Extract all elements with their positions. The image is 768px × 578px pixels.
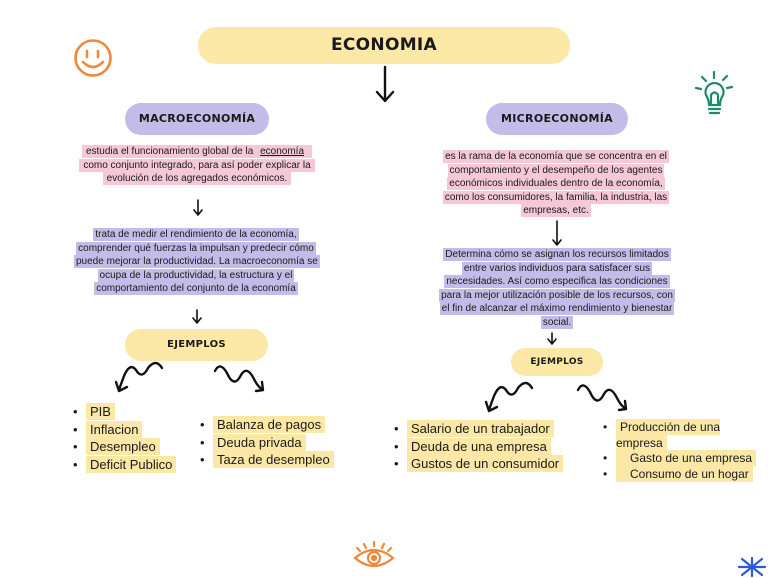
- arrow-down-icon: [192, 309, 202, 324]
- squiggle-arrow-icon: [484, 381, 534, 413]
- smiley-icon: [74, 39, 112, 77]
- list-item: Salario de un trabajador: [393, 420, 563, 438]
- micro-detail: Determina cómo se asignan los recursos l…: [439, 248, 675, 329]
- micro-examples-left: Salario de un trabajador Deuda de una em…: [393, 420, 564, 473]
- list-item: Deuda de una empresa: [393, 437, 563, 456]
- list-item: Desempleo: [72, 438, 176, 456]
- macro-detail: trata de medir el rendimiento de la econ…: [74, 228, 320, 296]
- micro-examples-right: Producción de una empresa Gasto de una e…: [602, 419, 768, 483]
- list-item: Consumo de un hogar: [602, 465, 768, 483]
- micro-examples-label: EJEMPLOS: [511, 348, 603, 376]
- micro-definition: es la rama de la economía que se concent…: [442, 150, 670, 218]
- arrow-down-icon: [375, 65, 395, 103]
- macro-examples-label: EJEMPLOS: [125, 329, 268, 361]
- macro-heading: MACROECONOMÍA: [125, 103, 269, 135]
- list-item: Deficit Publico: [72, 455, 177, 474]
- lightbulb-icon: [694, 70, 734, 115]
- squiggle-arrow-icon: [114, 361, 164, 393]
- macro-definition-link: economía: [258, 145, 307, 158]
- list-item: Producción de una empresa: [602, 419, 768, 451]
- list-item: PIB: [72, 403, 176, 421]
- squiggle-arrow-icon: [576, 384, 628, 412]
- squiggle-arrow-icon: [213, 365, 265, 393]
- micro-heading: MICROECONOMÍA: [486, 103, 628, 135]
- page-title: ECONOMIA: [198, 27, 570, 64]
- arrow-down-icon: [552, 220, 562, 246]
- list-item: Balanza de pagos: [199, 416, 334, 434]
- macro-definition: estudia el funcionamiento global de la e…: [76, 145, 318, 186]
- eye-icon: [353, 540, 395, 568]
- macro-examples-left: PIB Inflacion Desempleo Deficit Publico: [72, 403, 177, 474]
- list-item: Inflacion: [72, 420, 176, 439]
- list-item: Deuda privada: [199, 433, 334, 452]
- arrow-down-icon: [193, 199, 203, 216]
- arrow-down-icon: [547, 332, 557, 345]
- macro-definition-before: estudia el funcionamiento global de la: [83, 145, 259, 158]
- list-item: Gasto de una empresa: [602, 450, 768, 467]
- list-item: Taza de desempleo: [199, 451, 334, 469]
- list-item: Gustos de un consumidor: [393, 455, 564, 473]
- macro-examples-right: Balanza de pagos Deuda privada Taza de d…: [199, 416, 334, 469]
- sparkle-icon: [737, 556, 767, 578]
